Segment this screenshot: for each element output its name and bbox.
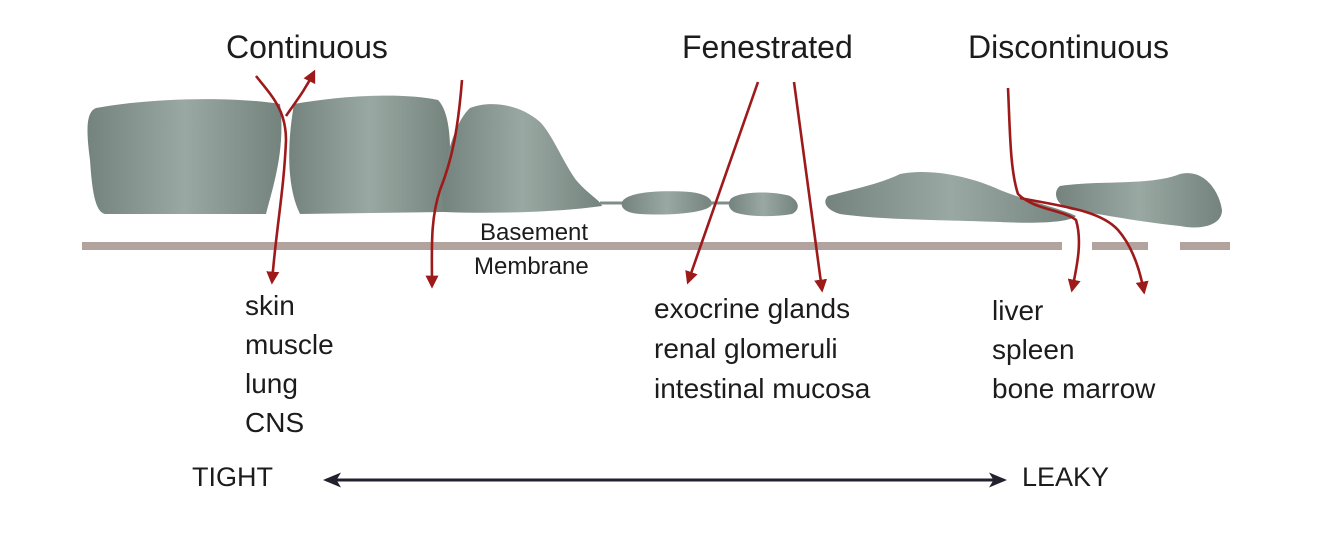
permeability-scale: TIGHT LEAKY — [192, 462, 1109, 492]
discontinuous-endothelium — [825, 171, 1222, 228]
endothelial-cell-6 — [825, 171, 1076, 223]
tissue-item: intestinal mucosa — [654, 373, 871, 404]
basement-membrane-gap-segment-2 — [1180, 242, 1230, 250]
endothelial-cell-1 — [87, 99, 282, 214]
tissue-item: renal glomeruli — [654, 333, 838, 364]
heading-fenestrated: Fenestrated — [682, 29, 853, 65]
heading-discontinuous: Discontinuous — [968, 29, 1169, 65]
tissue-item: bone marrow — [992, 373, 1156, 404]
scale-label-leaky: LEAKY — [1022, 462, 1109, 492]
continuous-endothelium — [87, 95, 451, 214]
basement-membrane-continuous-segment — [82, 242, 1062, 250]
tissue-item: skin — [245, 290, 295, 321]
basement-membrane-label-line-2: Membrane — [474, 253, 589, 280]
scale-label-tight: TIGHT — [192, 462, 273, 492]
continuous-exit-arrow — [284, 69, 316, 117]
continuous-paracellular-arrow — [254, 75, 288, 285]
endothelial-cell-4 — [621, 191, 712, 215]
endothelial-cell-5 — [728, 192, 798, 217]
basement-membrane-gap-segment-1 — [1092, 242, 1148, 250]
fenestrated-arrow-left — [685, 81, 760, 285]
discontinuous-arrow-right — [1019, 196, 1149, 295]
basement-membrane — [82, 242, 1230, 250]
tissue-list-discontinuous: liver spleen bone marrow — [992, 295, 1156, 404]
transport-arrows — [254, 69, 1149, 295]
endothelial-cell-2 — [289, 95, 451, 214]
tissue-list-fenestrated: exocrine glands renal glomeruli intestin… — [654, 293, 871, 404]
tissue-item: CNS — [245, 407, 304, 438]
continuous-transcellular-arrow — [425, 79, 464, 289]
fenestrated-arrow-right — [792, 81, 828, 293]
tissue-item: muscle — [245, 329, 334, 360]
discontinuous-arrow-left — [1006, 87, 1081, 293]
heading-continuous: Continuous — [226, 29, 388, 65]
basement-membrane-label-line-1: Basement — [480, 219, 588, 246]
tissue-list-continuous: skin muscle lung CNS — [245, 290, 334, 438]
tissue-item: spleen — [992, 334, 1075, 365]
tissue-item: lung — [245, 368, 298, 399]
tissue-item: exocrine glands — [654, 293, 850, 324]
endothelial-cell-3 — [442, 104, 602, 213]
fenestrated-endothelium — [442, 104, 798, 217]
tissue-item: liver — [992, 295, 1043, 326]
endothelial-cell-7 — [1056, 173, 1222, 228]
